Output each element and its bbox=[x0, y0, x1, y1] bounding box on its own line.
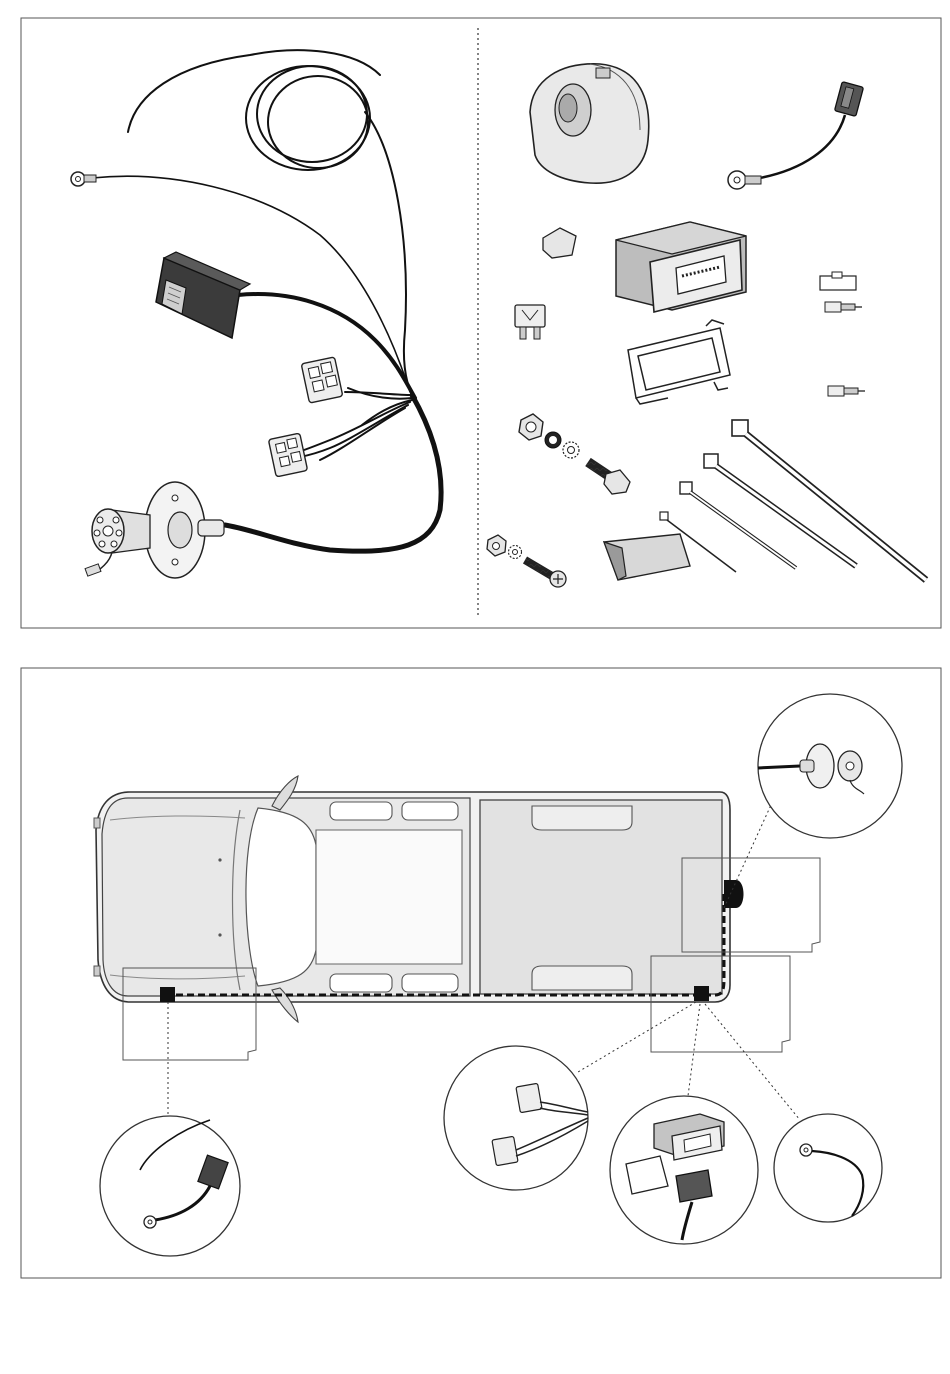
parts-panel bbox=[21, 18, 941, 628]
callout-control-module bbox=[610, 1096, 758, 1244]
seven-pin-socket bbox=[92, 509, 150, 553]
coiled-lead bbox=[246, 66, 370, 170]
front-connection-marker bbox=[160, 987, 175, 1002]
wiring-harness bbox=[92, 50, 441, 551]
module-location-marker bbox=[694, 986, 709, 1001]
spade-connector-housing bbox=[820, 272, 856, 290]
module-bracket bbox=[628, 320, 730, 404]
cable-tie-large bbox=[704, 454, 856, 566]
control-module bbox=[616, 222, 746, 312]
installation-panel bbox=[21, 668, 941, 1278]
pickup-truck-top-view bbox=[94, 776, 730, 1022]
module-plug-connector bbox=[156, 252, 250, 338]
spade-terminal-2 bbox=[828, 386, 865, 396]
callout-seven-pin-socket bbox=[758, 694, 902, 838]
cable-tie-medium bbox=[680, 482, 796, 568]
seven-pin-socket-assembly bbox=[85, 482, 224, 578]
roof bbox=[316, 830, 462, 964]
spade-terminal-1 bbox=[825, 302, 862, 312]
screw-nut-washer bbox=[487, 535, 566, 587]
callout-ground-terminal bbox=[774, 1114, 882, 1222]
vehicle-connector-lower bbox=[268, 433, 307, 477]
callout-ground-and-plug bbox=[100, 1116, 240, 1256]
vehicle-connector-upper bbox=[301, 357, 343, 403]
bolt-nut-washers bbox=[519, 414, 630, 494]
foam-pad bbox=[543, 228, 576, 258]
fuse bbox=[515, 305, 545, 339]
adhesive-pad bbox=[604, 534, 690, 580]
ground-lead bbox=[92, 176, 410, 392]
main-trunk bbox=[225, 395, 441, 551]
socket-cover bbox=[530, 64, 649, 183]
ground-lead-with-connector bbox=[728, 82, 864, 189]
windshield bbox=[246, 808, 316, 986]
callout-vehicle-connectors bbox=[444, 1046, 588, 1190]
rear-socket-marker bbox=[724, 880, 744, 908]
ring-terminal bbox=[71, 172, 96, 186]
